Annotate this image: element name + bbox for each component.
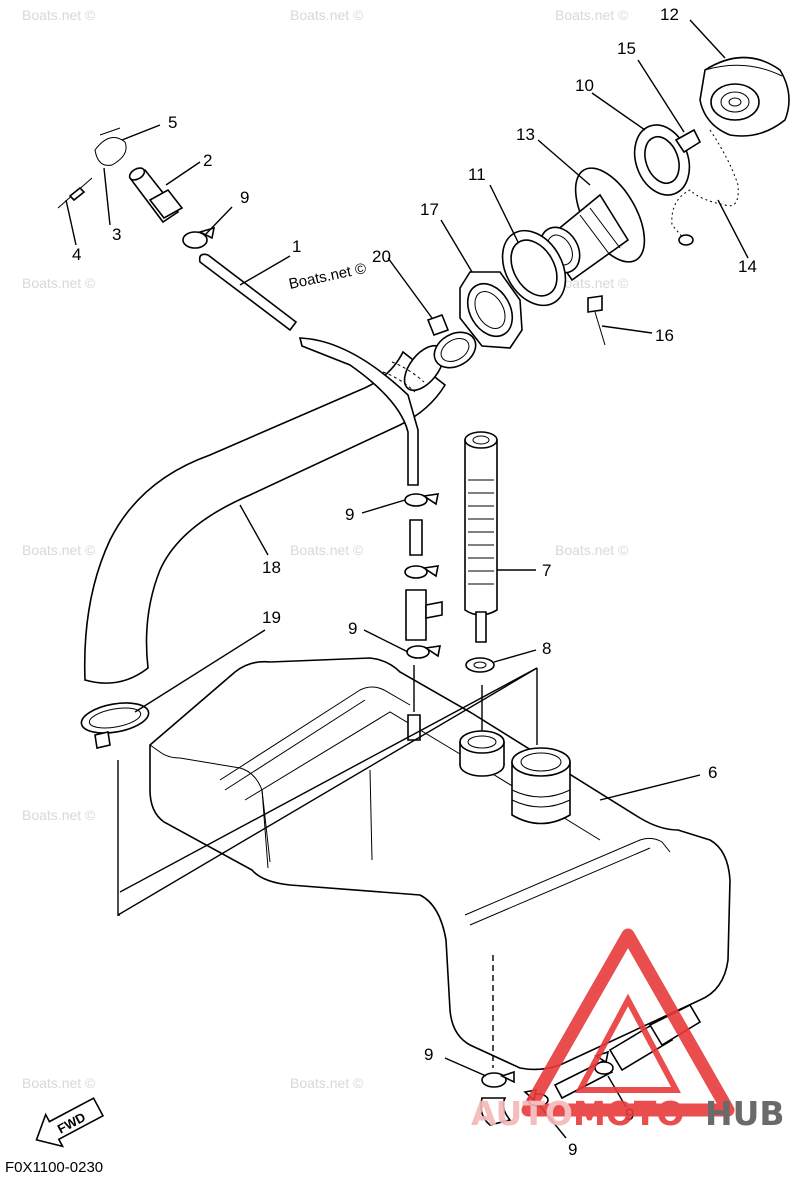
filler-cap-12 [699, 56, 790, 137]
fuel-filter-7 [464, 431, 498, 643]
watermark: Boats.net © [22, 542, 96, 558]
callout-9-top: 9 [240, 188, 249, 207]
callout-9-c: 9 [424, 1045, 433, 1064]
callout-17: 17 [420, 200, 439, 219]
watermark: Boats.net © [22, 1075, 96, 1091]
watermark: Boats.net © [290, 1075, 364, 1091]
callout-12: 12 [660, 5, 679, 24]
callout-1: 1 [292, 237, 301, 256]
rivet-16 [587, 295, 606, 346]
gasket-10 [633, 124, 691, 196]
clamp-9-a [404, 493, 440, 507]
clamp-9-c [406, 645, 442, 659]
callout-16: 16 [655, 326, 674, 345]
chain-14 [671, 129, 739, 246]
callout-9-e: 9 [568, 1140, 577, 1159]
callout-9-b: 9 [348, 619, 357, 638]
figure-code: F0X1100-0230 [5, 1159, 103, 1176]
callout-19: 19 [262, 608, 281, 627]
callout-13: 13 [516, 125, 535, 144]
tank-neck-large [511, 747, 571, 825]
callout-20: 20 [372, 247, 391, 266]
fitting-2 [128, 167, 184, 224]
watermark: Boats.net © [555, 542, 629, 558]
washer-8 [465, 657, 495, 673]
clamp-19 [80, 702, 150, 749]
callout-2: 2 [203, 151, 212, 170]
nut-17 [459, 271, 523, 349]
callout-3: 3 [112, 225, 121, 244]
fwd-arrow: FWD [35, 1097, 105, 1148]
callout-9-a: 9 [345, 505, 354, 524]
clamp-20 [426, 313, 477, 369]
clip-5 [94, 127, 127, 166]
callout-7: 7 [542, 561, 551, 580]
callout-11: 11 [468, 165, 486, 184]
callout-4: 4 [72, 245, 81, 264]
joint-small [409, 519, 423, 556]
watermark: Boats.net © [22, 807, 96, 823]
clamp-9-b [404, 565, 440, 579]
boats-net-label: Boats.net © [287, 260, 367, 293]
logo-word-auto: AUTO [471, 1094, 573, 1133]
logo-word-moto: MOTO [573, 1094, 684, 1133]
leader-lines [65, 19, 749, 1139]
tank-neck-small [459, 730, 505, 777]
screw-15 [674, 128, 702, 154]
callout-6: 6 [708, 763, 717, 782]
pin-4 [57, 177, 93, 209]
callout-14: 14 [738, 257, 757, 276]
tank-nipple [407, 714, 421, 741]
watermark: Boats.net © [290, 7, 364, 23]
fuel-tank [149, 657, 731, 1071]
watermark: Boats.net © [22, 275, 96, 291]
vent-hose [198, 253, 419, 486]
callout-18: 18 [262, 558, 281, 577]
callout-10: 10 [575, 76, 594, 95]
watermark: Boats.net © [555, 7, 629, 23]
watermark: Boats.net © [22, 7, 96, 23]
callout-8: 8 [542, 639, 551, 658]
watermark: Boats.net © [290, 542, 364, 558]
tee-joint [405, 589, 443, 641]
bottom-clamp-9 [481, 1070, 515, 1088]
logo-word-hub: HUB [705, 1094, 785, 1133]
callout-15: 15 [617, 39, 636, 58]
automotohub-logo: AUTO MOTO HUB [471, 928, 785, 1133]
callout-5: 5 [168, 113, 177, 132]
